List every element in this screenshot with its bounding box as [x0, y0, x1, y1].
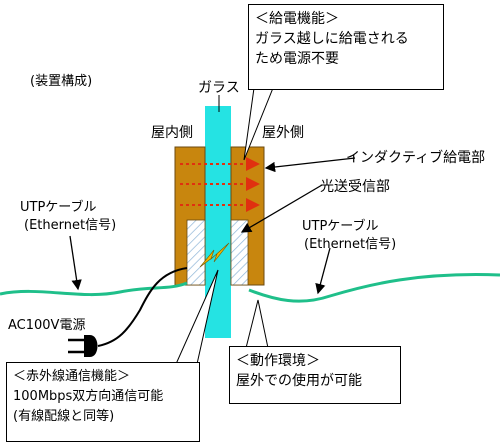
utp-cable-left — [0, 281, 188, 297]
utp-right-signal-label: (Ethernet信号) — [304, 237, 397, 252]
pointer-utp-left — [69, 235, 82, 291]
callout-infrared-title: ＜赤外線通信機能＞ — [13, 369, 131, 384]
pointer-utp-right — [315, 247, 331, 295]
callout-pointer-environment — [245, 299, 269, 349]
optical-unit-outdoor — [230, 219, 249, 286]
utp-cable-right — [248, 273, 500, 303]
callout-power: ＜給電機能＞ ガラス越しに給電される ため電源不要 — [248, 4, 444, 90]
callout-environment-line: 屋外での使用が可能 — [236, 373, 362, 389]
utp-left-signal-label: (Ethernet信号) — [24, 218, 117, 233]
callout-infrared: ＜赤外線通信機能＞ 100Mbps双方向通信可能 (有線配線と同等) — [6, 362, 200, 442]
callout-power-line: ため電源不要 — [255, 51, 339, 67]
callout-power-title: ＜給電機能＞ — [255, 11, 339, 27]
utp-right-label: UTPケーブル — [302, 219, 379, 234]
infrared-spark-icon — [199, 242, 230, 268]
power-arrows — [180, 157, 260, 212]
callout-power-line: ガラス越しに給電される — [255, 31, 409, 47]
pointer-optical — [240, 184, 323, 233]
power-plug-icon — [68, 335, 98, 357]
outdoor-label: 屋外側 — [262, 125, 304, 141]
diagram-caption: (装置構成) — [30, 74, 93, 89]
optical-transceiver-label: 光送受信部 — [320, 179, 390, 195]
optical-unit-indoor — [186, 219, 206, 286]
glass-label: ガラス — [198, 80, 240, 96]
indoor-label: 屋内側 — [151, 125, 193, 141]
callout-environment-title: ＜動作環境＞ — [236, 353, 320, 369]
callout-infrared-line: 100Mbps双方向通信可能 — [13, 389, 164, 404]
ac-power-cord — [97, 267, 188, 347]
pointer-inductive — [264, 157, 356, 173]
ac-power-label: AC100V電源 — [8, 318, 86, 333]
utp-left-label: UTPケーブル — [20, 200, 97, 215]
callout-environment: ＜動作環境＞ 屋外での使用が可能 — [229, 346, 401, 404]
inductive-power-label: インダクティブ給電部 — [346, 150, 486, 166]
callout-infrared-line: (有線配線と同等) — [13, 409, 115, 424]
